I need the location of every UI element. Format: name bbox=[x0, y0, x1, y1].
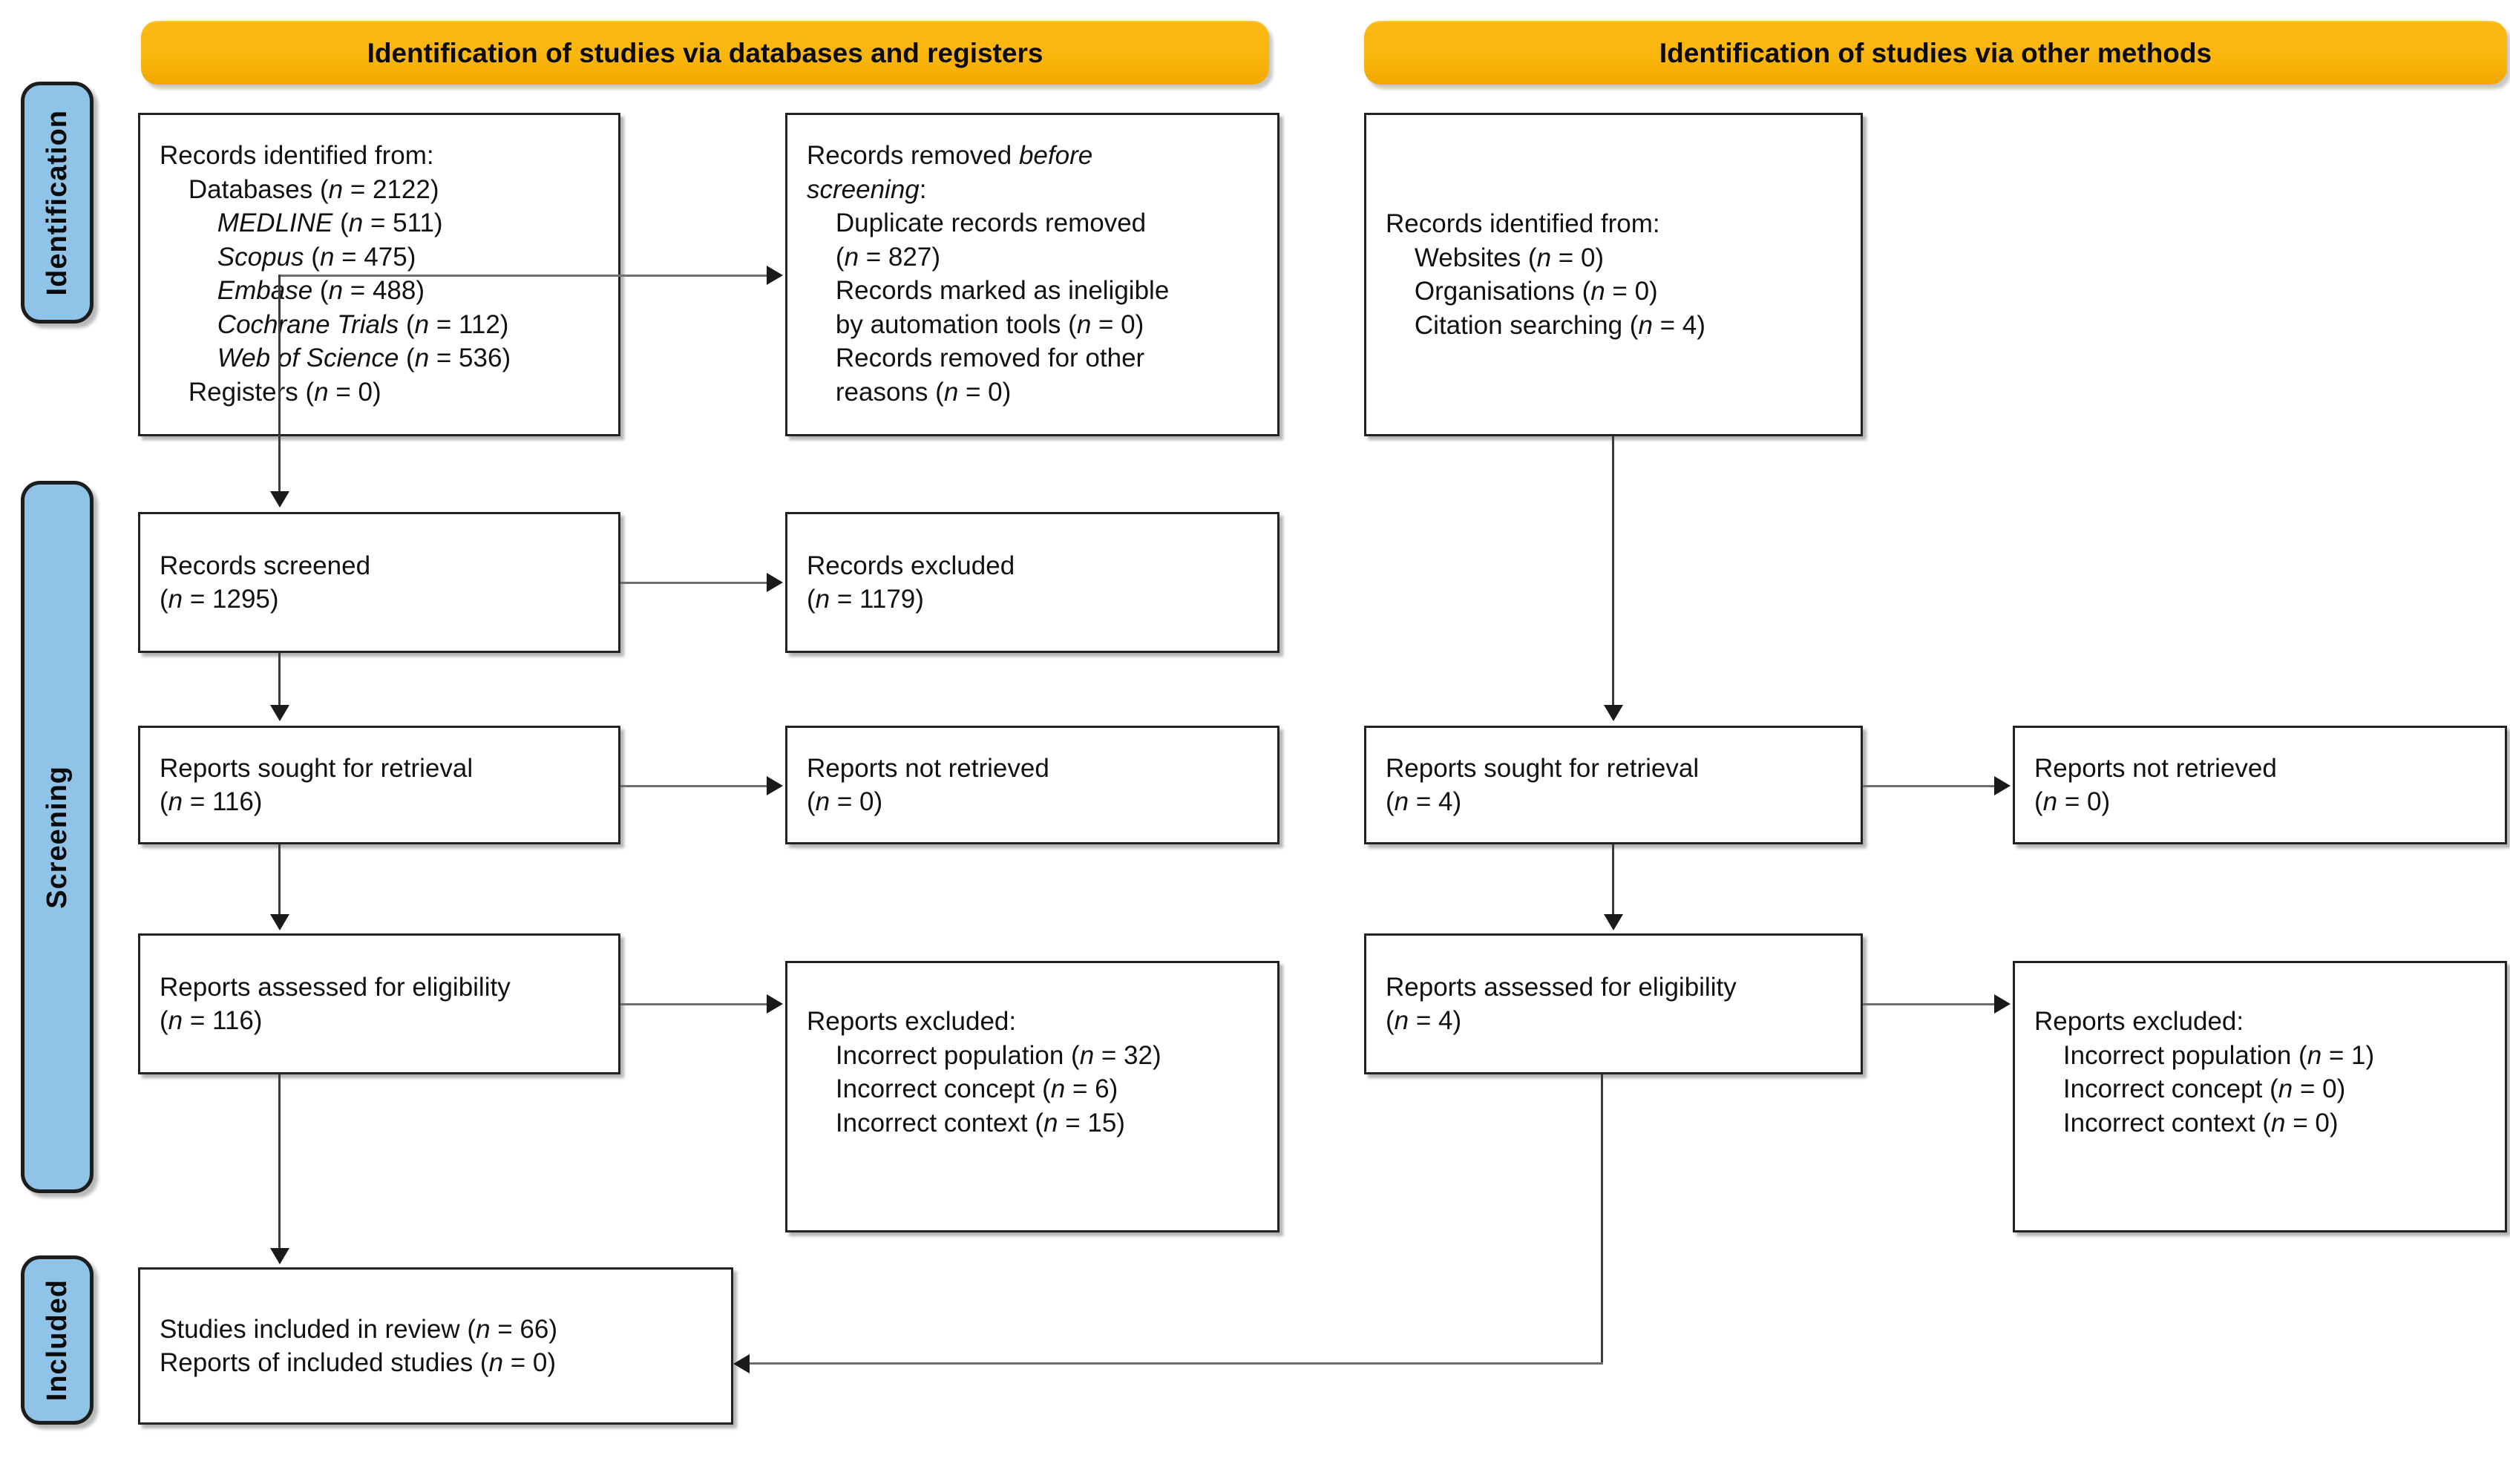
connector-identified-to-removed bbox=[278, 275, 768, 277]
box-records-identified-other-text: Records identified from: Websites (n = 0… bbox=[1386, 209, 1705, 340]
box-reports-assessed-other-text: Reports assessed for eligibility (n = 4) bbox=[1386, 972, 1737, 1036]
box-reports-assessed-databases: Reports assessed for eligibility (n = 11… bbox=[138, 933, 620, 1074]
stage-label-included: Included bbox=[41, 1278, 73, 1402]
stage-label-identification: Identification bbox=[41, 109, 73, 296]
connector-other-sought-to-assessed bbox=[1612, 844, 1614, 916]
box-reports-not-retrieved-databases: Reports not retrieved (n = 0) bbox=[785, 726, 1279, 844]
arrowhead-sought-to-not-retrieved bbox=[767, 776, 783, 795]
arrowhead-other-assessed-to-reports-excluded bbox=[1994, 994, 2011, 1014]
box-reports-sought-databases-text: Reports sought for retrieval (n = 116) bbox=[160, 753, 474, 817]
box-reports-assessed-other: Reports assessed for eligibility (n = 4) bbox=[1364, 933, 1863, 1074]
connector-other-assessed-to-reports-excluded bbox=[1863, 1003, 1996, 1005]
arrowhead-screened-to-excluded bbox=[767, 573, 783, 592]
arrowhead-other-identified-to-sought bbox=[1604, 705, 1623, 721]
box-reports-sought-other: Reports sought for retrieval (n = 4) bbox=[1364, 726, 1863, 844]
connector-other-sought-to-not-retrieved bbox=[1863, 785, 1996, 787]
arrowhead-screened-to-sought bbox=[270, 705, 289, 721]
box-reports-excluded-other-text: Reports excluded: Incorrect population (… bbox=[2034, 1007, 2375, 1137]
box-records-identified-databases-text: Records identified from: Databases (n = … bbox=[160, 141, 511, 407]
box-records-removed-before-screening: Records removed before screening: Duplic… bbox=[785, 113, 1279, 436]
stage-bar-screening: Screening bbox=[21, 481, 94, 1193]
stage-label-screening: Screening bbox=[41, 765, 73, 909]
connector-other-assessed-down-to-included bbox=[1601, 1074, 1603, 1364]
banner-databases-registers-label: Identification of studies via databases … bbox=[367, 38, 1043, 68]
box-records-excluded: Records excluded (n = 1179) bbox=[785, 512, 1279, 653]
banner-other-methods: Identification of studies via other meth… bbox=[1364, 21, 2507, 85]
arrowhead-other-sought-to-assessed bbox=[1604, 914, 1623, 930]
box-reports-sought-other-text: Reports sought for retrieval (n = 4) bbox=[1386, 753, 1700, 817]
arrowhead-identified-to-removed bbox=[767, 266, 783, 285]
connector-sought-to-not-retrieved bbox=[620, 785, 768, 787]
arrowhead-other-sought-to-not-retrieved bbox=[1994, 776, 2011, 795]
stage-bar-included: Included bbox=[21, 1255, 94, 1425]
connector-other-identified-to-sought bbox=[1612, 436, 1614, 706]
box-reports-not-retrieved-databases-text: Reports not retrieved (n = 0) bbox=[807, 753, 1049, 817]
arrowhead-assessed-to-included bbox=[270, 1248, 289, 1264]
box-reports-excluded-other: Reports excluded: Incorrect population (… bbox=[2013, 961, 2507, 1232]
connector-assessed-to-reports-excluded bbox=[620, 1003, 768, 1005]
arrowhead-assessed-to-reports-excluded bbox=[767, 994, 783, 1014]
box-studies-included-text: Studies included in review (n = 66) Repo… bbox=[160, 1314, 558, 1378]
arrowhead-sought-to-assessed bbox=[270, 914, 289, 930]
stage-bar-identification: Identification bbox=[21, 82, 94, 324]
connector-sought-to-assessed bbox=[278, 844, 281, 916]
box-reports-excluded-databases-text: Reports excluded: Incorrect population (… bbox=[807, 1007, 1161, 1137]
arrowhead-identified-to-screened bbox=[270, 491, 289, 508]
box-records-screened-text: Records screened (n = 1295) bbox=[160, 551, 371, 614]
connector-screened-to-excluded bbox=[620, 582, 768, 584]
box-studies-included: Studies included in review (n = 66) Repo… bbox=[138, 1267, 733, 1425]
banner-other-methods-label: Identification of studies via other meth… bbox=[1659, 38, 2212, 68]
box-records-identified-other: Records identified from: Websites (n = 0… bbox=[1364, 113, 1863, 436]
connector-other-assessed-left-to-included bbox=[750, 1362, 1603, 1365]
box-records-excluded-text: Records excluded (n = 1179) bbox=[807, 551, 1015, 614]
arrowhead-other-assessed-to-included bbox=[733, 1354, 750, 1373]
box-records-removed-before-screening-text: Records removed before screening: Duplic… bbox=[807, 141, 1170, 407]
box-reports-sought-databases: Reports sought for retrieval (n = 116) bbox=[138, 726, 620, 844]
connector-assessed-to-included bbox=[278, 1074, 281, 1250]
box-reports-not-retrieved-other: Reports not retrieved (n = 0) bbox=[2013, 726, 2507, 844]
connector-screened-to-sought bbox=[278, 653, 281, 706]
box-reports-not-retrieved-other-text: Reports not retrieved (n = 0) bbox=[2034, 753, 2277, 817]
banner-databases-registers: Identification of studies via databases … bbox=[141, 21, 1269, 85]
connector-identified-to-screened bbox=[278, 275, 281, 494]
box-reports-assessed-databases-text: Reports assessed for eligibility (n = 11… bbox=[160, 972, 511, 1036]
box-reports-excluded-databases: Reports excluded: Incorrect population (… bbox=[785, 961, 1279, 1232]
box-records-screened: Records screened (n = 1295) bbox=[138, 512, 620, 653]
